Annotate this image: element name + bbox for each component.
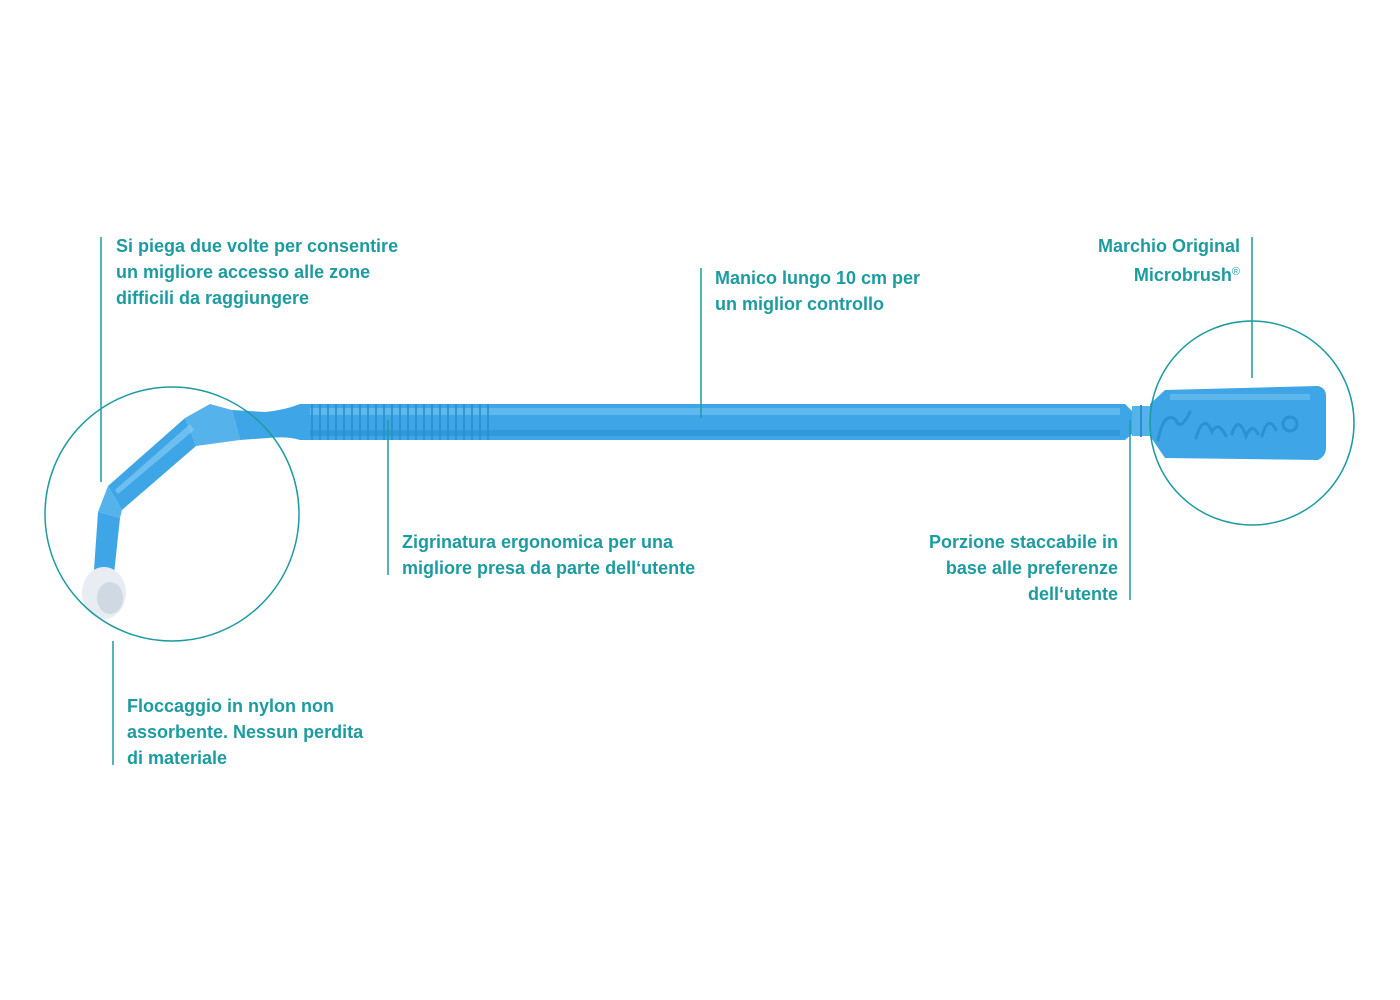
callout-brand: Marchio Original Microbrush® — [1098, 233, 1240, 288]
first-bend — [185, 404, 240, 446]
applicator-icon — [82, 386, 1326, 619]
callout-handle: Manico lungo 10 cm per un miglior contro… — [715, 268, 921, 314]
brand-line-1: Marchio Original — [1097, 236, 1240, 256]
second-bend — [98, 486, 122, 518]
callout-flocking: Floccaggio in nylon non assorbente. Ness… — [127, 696, 364, 768]
grip-knurling — [311, 404, 489, 440]
callout-bend: Si piega due volte per consentire un mig… — [116, 236, 399, 308]
brand-end-highlight — [1170, 394, 1310, 400]
tip-zoom-circle — [44, 386, 300, 642]
flocked-tip-shade — [97, 582, 123, 614]
callout-grip: Zigrinatura ergonomica per una migliore … — [402, 532, 696, 578]
callout-breakaway: Porzione staccabile in base alle prefere… — [928, 532, 1118, 604]
angled-highlight — [115, 424, 194, 494]
handle-shadow — [310, 430, 1120, 436]
brand-name: Microbrush — [1133, 265, 1232, 285]
handle-neck — [232, 404, 300, 440]
registered-mark: ® — [1231, 266, 1240, 278]
handle-highlight — [310, 408, 1120, 415]
tip-stem — [94, 512, 120, 574]
brand-emboss-icon — [1156, 410, 1299, 442]
brand-line-2: Microbrush® — [1098, 259, 1240, 288]
